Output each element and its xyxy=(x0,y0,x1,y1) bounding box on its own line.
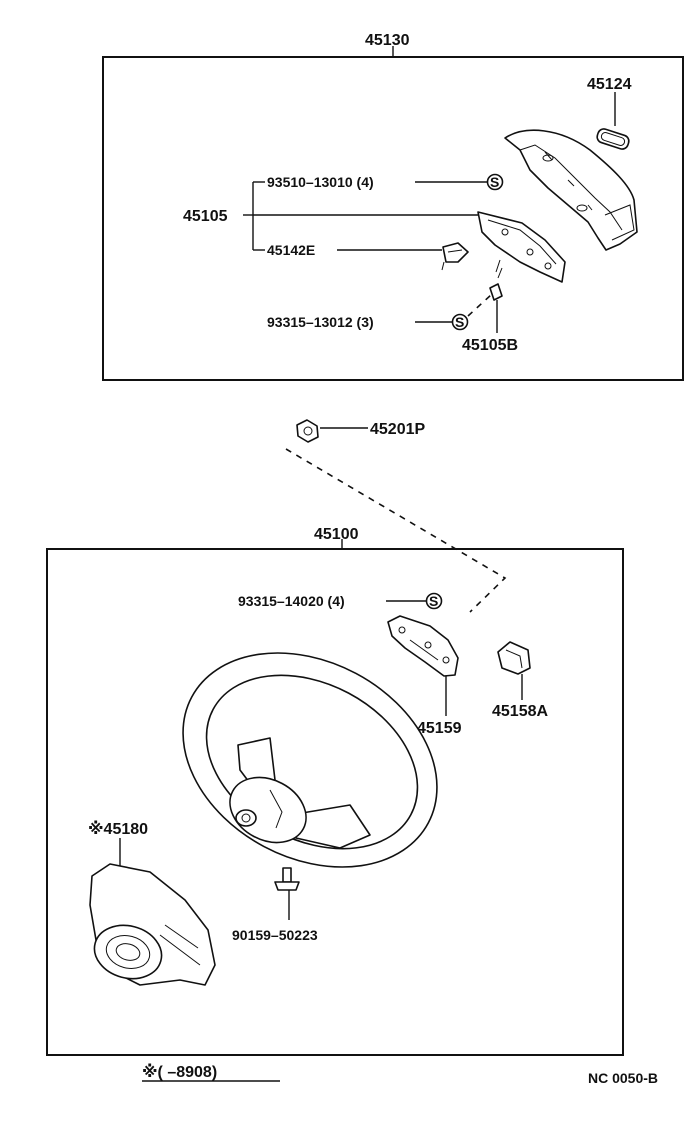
label-45105B: 45105B xyxy=(462,337,518,354)
label-45158A: 45158A xyxy=(492,703,548,720)
s-mark-2: S xyxy=(455,314,464,330)
lower-frame xyxy=(46,548,624,1056)
nut-45201P: 45201P xyxy=(285,419,507,613)
bolt-90159-part xyxy=(274,867,300,891)
drawing-code: NC 0050-B xyxy=(588,1070,658,1086)
horn-pad-45180-part xyxy=(89,863,216,986)
screw-symbol-93315b xyxy=(425,592,443,610)
label-45201P: 45201P xyxy=(370,421,425,438)
screw-45105B-part xyxy=(489,283,503,301)
bracket-45105-part xyxy=(477,211,566,283)
s-mark-1: S xyxy=(490,174,499,190)
upper-assembly-45130: 45130 45124 93510–13010 (4) S 45105 xyxy=(102,32,684,381)
label-90159-50223: 90159–50223 xyxy=(232,927,318,943)
lower-assembly-45100: 45100 93315–14020 (4) S 45159 45158A xyxy=(46,526,624,1056)
pad-cover-part xyxy=(504,129,638,251)
emblem-45124-part xyxy=(596,128,630,150)
screw-symbol-93315a xyxy=(451,313,469,331)
label-45100: 45100 xyxy=(314,526,359,543)
label-93315-14020: 93315–14020 (4) xyxy=(238,593,345,609)
label-93510: 93510–13010 (4) xyxy=(267,174,374,190)
clip-45158A-part xyxy=(497,641,531,675)
label-93315-13012: 93315–13012 (3) xyxy=(267,314,374,330)
plate-45159-part xyxy=(387,615,459,677)
s-mark-3: S xyxy=(429,593,438,609)
steering-wheel-part xyxy=(182,652,438,868)
clip-45142E-part xyxy=(441,242,469,271)
label-45142E: 45142E xyxy=(267,242,315,258)
label-45130: 45130 xyxy=(365,32,410,49)
footnote: ※( –8908) xyxy=(142,1063,217,1081)
label-45124: 45124 xyxy=(587,76,632,93)
label-45159: 45159 xyxy=(417,720,462,737)
label-45105: 45105 xyxy=(183,208,228,225)
screw-symbol-93510 xyxy=(486,173,504,191)
label-45180: ※45180 xyxy=(88,820,148,838)
